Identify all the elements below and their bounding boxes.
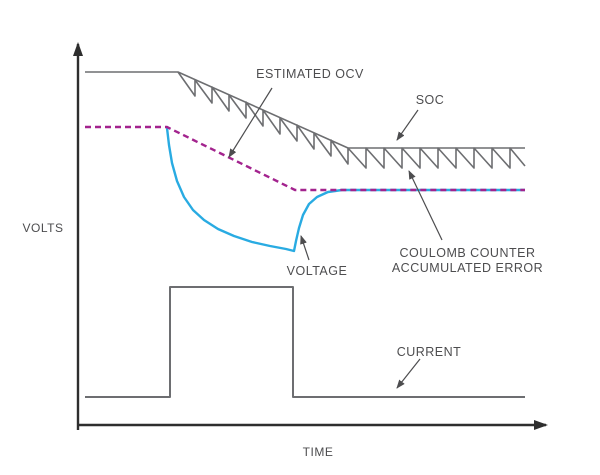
annotation-arrows-layer xyxy=(228,87,443,389)
annotation-coulomb-counter-label: COULOMB COUNTER ACCUMULATED ERROR xyxy=(391,246,544,275)
annotation-arrow-coulomb-counter xyxy=(408,170,443,241)
annotation-arrow-voltage xyxy=(300,235,310,261)
y-axis-label: VOLTS xyxy=(22,221,64,235)
series-layer xyxy=(85,71,526,398)
annotation-arrow-current xyxy=(396,358,421,389)
annotation-soc-label: SOC xyxy=(415,93,445,107)
series-voltage-line xyxy=(165,127,525,253)
annotation-arrow-soc xyxy=(396,109,419,141)
annotation-arrow-estimated-ocv xyxy=(228,87,273,158)
series-estimated-ocv-line xyxy=(85,125,525,192)
annotation-voltage-label: VOLTAGE xyxy=(286,264,348,278)
annotation-current-label: CURRENT xyxy=(396,345,462,359)
series-soc-sawtooth-line xyxy=(177,71,526,169)
annotation-estimated-ocv-label: ESTIMATED OCV xyxy=(256,67,364,81)
series-current-line xyxy=(85,286,525,398)
x-axis-label: TIME xyxy=(302,445,334,459)
